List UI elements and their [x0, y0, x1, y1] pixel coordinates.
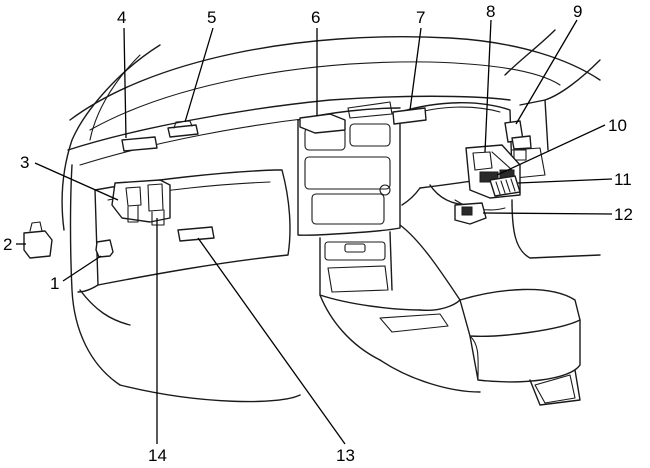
relay-4: [121, 136, 158, 152]
leader-5: [184, 27, 214, 123]
relay-1: [95, 239, 114, 258]
center-console: [297, 101, 581, 406]
leader-1: [62, 255, 102, 282]
leader-9: [515, 19, 578, 125]
leader-12: [482, 212, 613, 215]
callout-3: 3: [20, 153, 29, 172]
callout-2: 2: [3, 235, 12, 254]
leader-lines: [16, 19, 613, 445]
leader-4: [123, 27, 127, 139]
relay-2: [23, 230, 53, 259]
callout-4: 4: [117, 8, 126, 27]
callout-labels: 1 2 3 4 5 6 7 8 9 10 11 12 13 14: [3, 2, 633, 465]
fuse-block-11: [489, 175, 521, 197]
callout-14: 14: [148, 446, 167, 465]
relay-6: [299, 113, 346, 134]
callout-7: 7: [416, 8, 425, 27]
leader-7: [409, 27, 422, 111]
callout-10: 10: [608, 116, 627, 135]
callout-12: 12: [614, 205, 633, 224]
components: [23, 107, 532, 259]
callout-1: 1: [50, 274, 59, 293]
leader-3: [34, 162, 119, 201]
callout-8: 8: [486, 2, 495, 21]
callout-6: 6: [311, 8, 320, 27]
leader-8: [484, 19, 492, 153]
callout-13: 13: [336, 446, 355, 465]
relay-7: [392, 107, 427, 125]
callout-5: 5: [207, 8, 216, 27]
relay-5: [167, 124, 199, 138]
leader-11: [517, 178, 613, 184]
callout-9: 9: [573, 2, 582, 21]
leader-10: [496, 124, 606, 176]
ecu-13: [177, 226, 215, 242]
leader-13: [197, 237, 346, 445]
callout-11: 11: [614, 170, 632, 189]
